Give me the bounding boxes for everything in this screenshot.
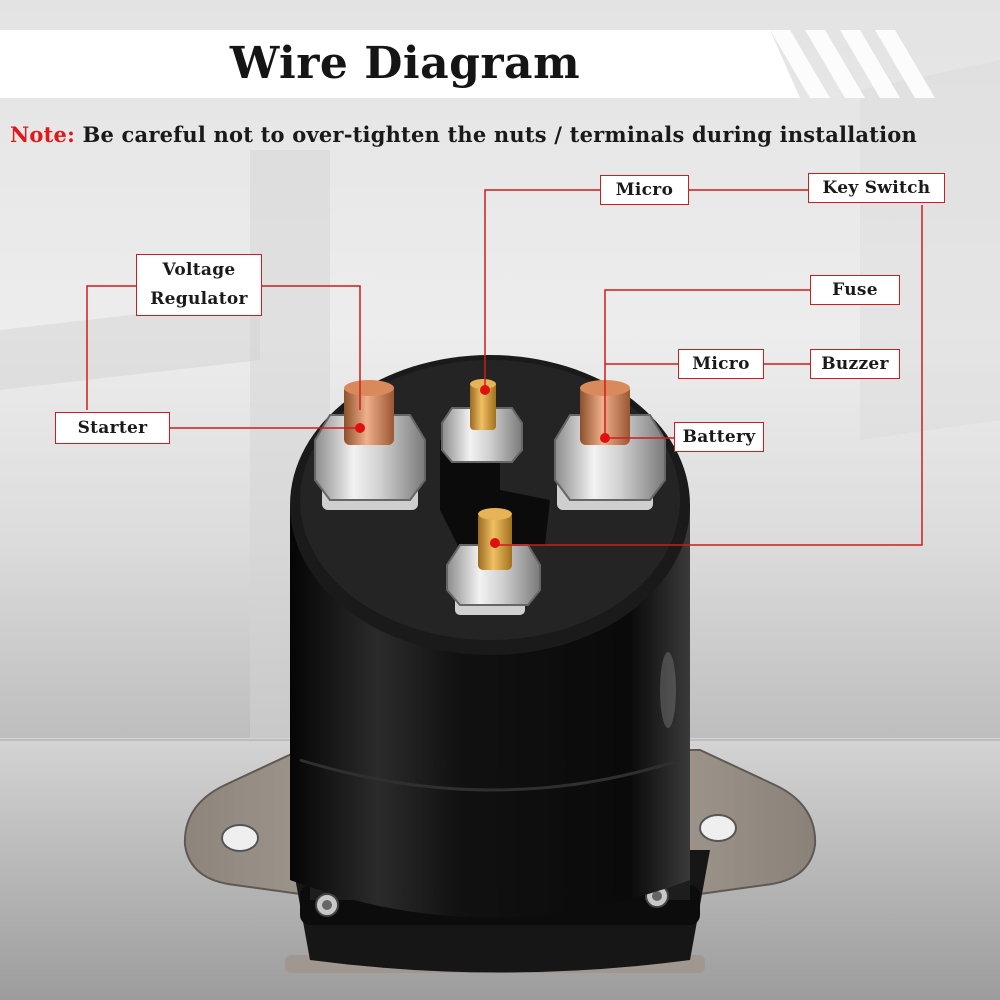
label-fuse: Fuse [810,275,900,305]
label-buzzer: Buzzer [810,349,900,379]
label-micro-top: Micro [600,175,689,205]
connector-lines [86,189,923,546]
terminal-battery [554,380,666,510]
label-micro-mid: Micro [678,349,764,379]
label-voltage-regulator: Voltage Regulator [136,254,262,316]
label-battery: Battery [674,422,764,452]
note-label: Note: [10,122,76,147]
note-text: Be careful not to over-tighten the nuts … [82,122,917,147]
terminal-micro-small [441,379,523,463]
connection-dots [355,385,610,548]
label-key-switch: Key Switch [808,173,945,203]
label-starter: Starter [55,412,170,444]
title-banner [0,30,800,98]
banner-stripes [770,30,935,98]
note-line: Note: Be careful not to over-tighten the… [10,122,995,147]
diagram-title: Wire Diagram [229,38,581,89]
terminal-starter [314,380,426,510]
